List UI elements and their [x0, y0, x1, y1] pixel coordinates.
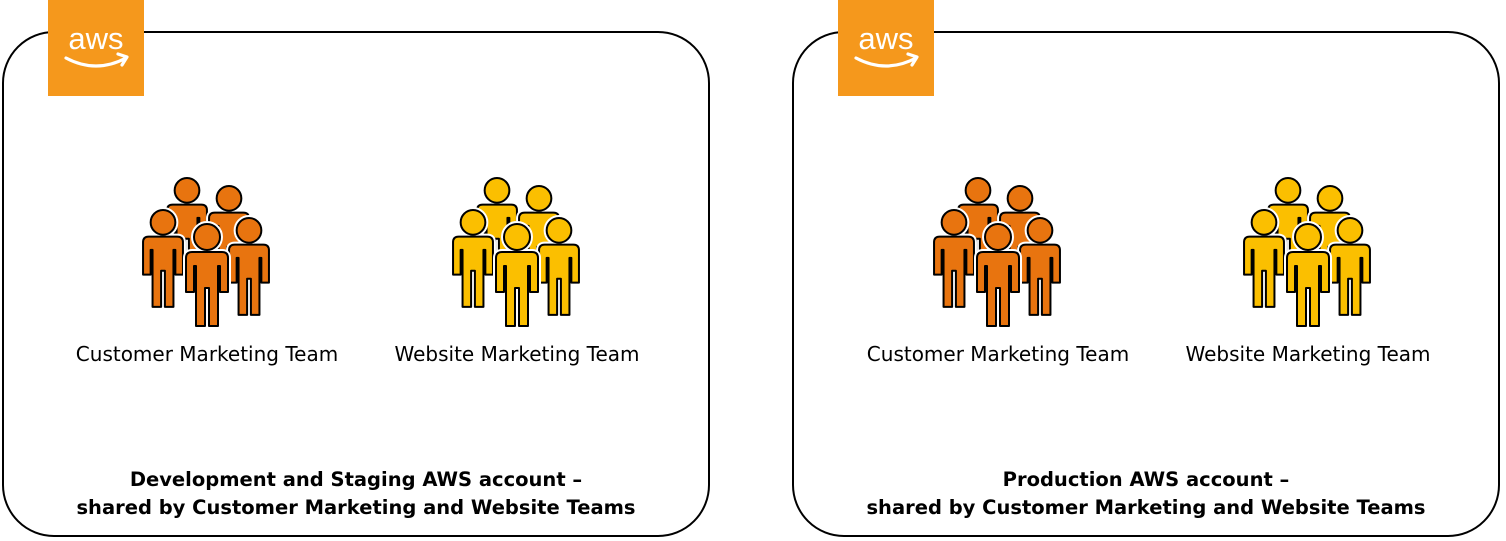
dev-staging-account-box [2, 31, 710, 537]
person-figure [974, 221, 1022, 329]
website-marketing-team: Website Marketing Team [1158, 176, 1458, 366]
group-of-people-icon [931, 176, 1063, 329]
aws-logo-icon: aws [48, 0, 144, 96]
caption-line: shared by Customer Marketing and Website… [76, 496, 636, 519]
person-figure [450, 207, 496, 310]
team-label: Customer Marketing Team [75, 342, 339, 366]
customer-marketing-team: Customer Marketing Team [848, 176, 1148, 366]
person-figure [140, 207, 186, 310]
group-of-people-icon [450, 176, 582, 329]
caption-line: shared by Customer Marketing and Website… [866, 496, 1426, 519]
person-figure [493, 221, 541, 329]
team-label: Website Marketing Team [1185, 342, 1431, 366]
caption-line: Production AWS account – [1002, 468, 1290, 491]
person-figure [1017, 215, 1063, 318]
person-figure [226, 215, 272, 318]
person-figure [1241, 207, 1287, 310]
person-figure [1327, 215, 1373, 318]
aws-logo-text: aws [68, 21, 123, 56]
team-label: Customer Marketing Team [866, 342, 1130, 366]
customer-marketing-team: Customer Marketing Team [57, 176, 357, 366]
aws-logo-icon: aws [838, 0, 934, 96]
aws-logo-text: aws [858, 21, 913, 56]
group-of-people-icon [1241, 176, 1373, 329]
group-of-people-icon [140, 176, 272, 329]
person-figure [931, 207, 977, 310]
team-label: Website Marketing Team [394, 342, 640, 366]
person-figure [1284, 221, 1332, 329]
account-caption: Production AWS account – shared by Custo… [792, 466, 1500, 522]
website-marketing-team: Website Marketing Team [367, 176, 667, 366]
person-figure [536, 215, 582, 318]
account-caption: Development and Staging AWS account – sh… [2, 466, 710, 522]
person-figure [183, 221, 231, 329]
production-account-box [792, 31, 1500, 537]
caption-line: Development and Staging AWS account – [129, 468, 583, 491]
